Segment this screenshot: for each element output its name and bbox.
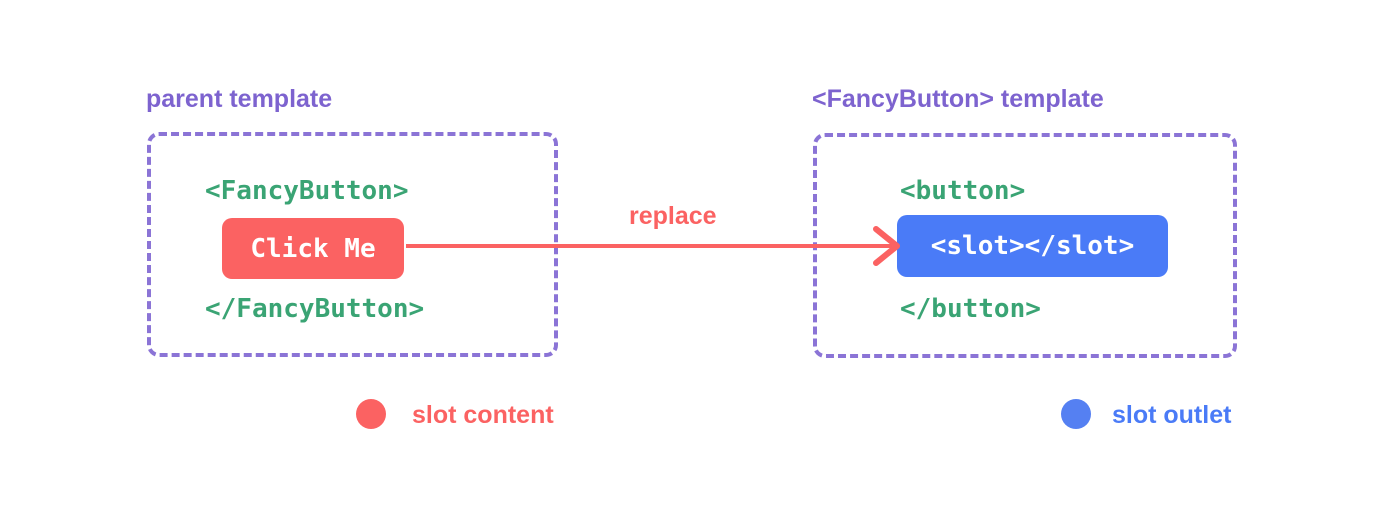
slot-outlet-swatch-icon [1061, 399, 1091, 429]
button-close-tag: </button> [900, 294, 1041, 324]
replace-arrow-icon [406, 226, 900, 266]
slot-outlet-label: slot outlet [1112, 401, 1232, 429]
replace-label: replace [629, 202, 717, 230]
click-me-button: Click Me [222, 218, 404, 279]
slot-outlet-box: <slot></slot> [897, 215, 1168, 277]
fancybutton-close-tag: </FancyButton> [205, 294, 425, 324]
fancybutton-template-box: <button> <slot></slot> </button> [813, 133, 1237, 358]
slot-content-swatch-icon [356, 399, 386, 429]
parent-template-heading: parent template [146, 85, 333, 113]
fancybutton-template-heading: <FancyButton> template [812, 85, 1104, 113]
slot-content-label: slot content [412, 401, 554, 429]
parent-template-box: <FancyButton> Click Me </FancyButton> [147, 132, 558, 357]
button-open-tag: <button> [900, 176, 1026, 206]
fancybutton-open-tag: <FancyButton> [205, 176, 409, 206]
